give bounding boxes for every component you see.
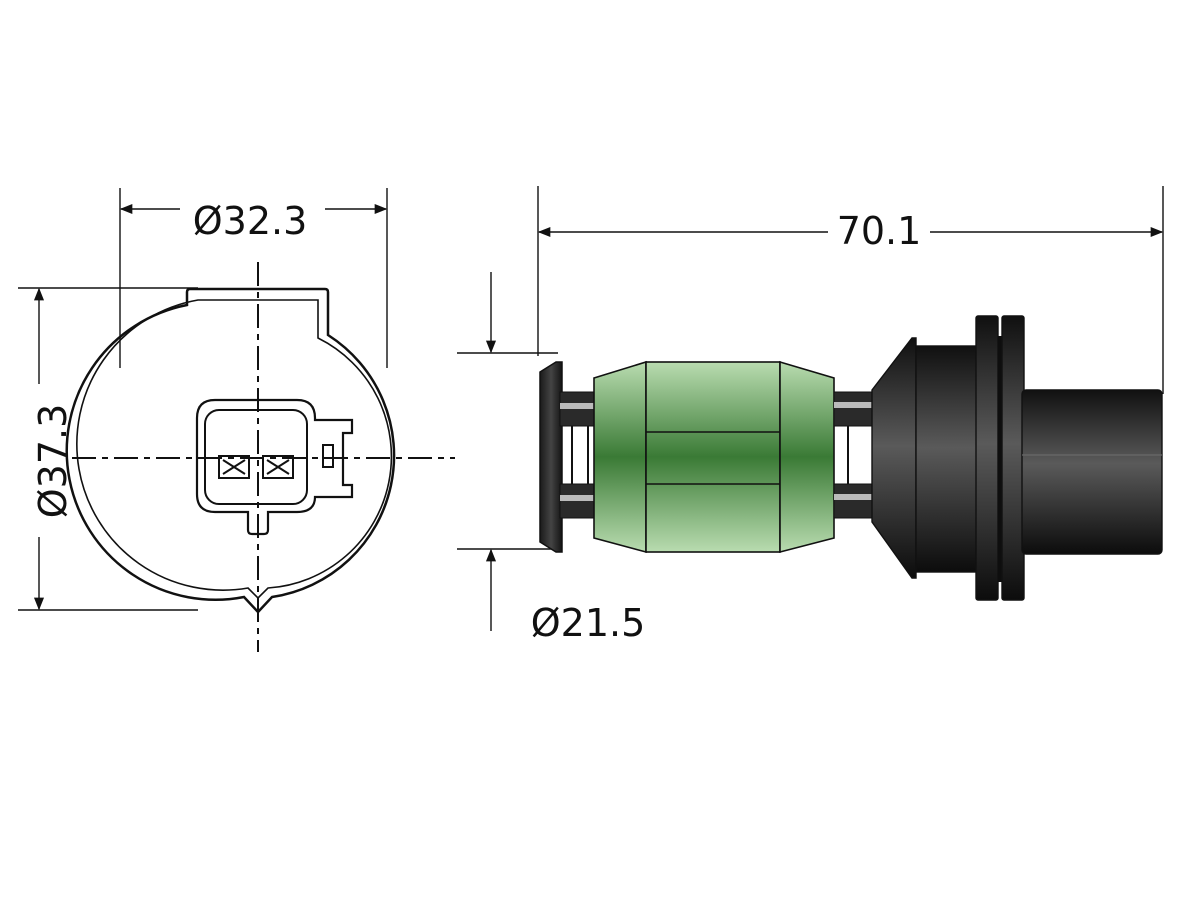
side-view: 70.1 Ø21.5 (457, 186, 1164, 645)
connector-latch (322, 444, 334, 468)
front-width-label: Ø32.3 (193, 199, 308, 243)
front-view: Ø32.3 Ø37.3 (18, 188, 455, 652)
flange-diameter-label: Ø21.5 (531, 601, 646, 645)
black-base-body (871, 315, 1163, 601)
connector-housing-outer (195, 398, 354, 536)
front-height-label: Ø37.3 (31, 404, 75, 519)
terminal-pin-left (218, 455, 250, 479)
led-flange-disc (539, 361, 563, 553)
side-length-label: 70.1 (837, 209, 922, 253)
front-inner-outline (76, 299, 393, 600)
front-body-outline (65, 287, 396, 614)
front-posts (559, 391, 597, 519)
green-heatsink (593, 360, 835, 554)
terminal-pin-right (262, 455, 294, 479)
